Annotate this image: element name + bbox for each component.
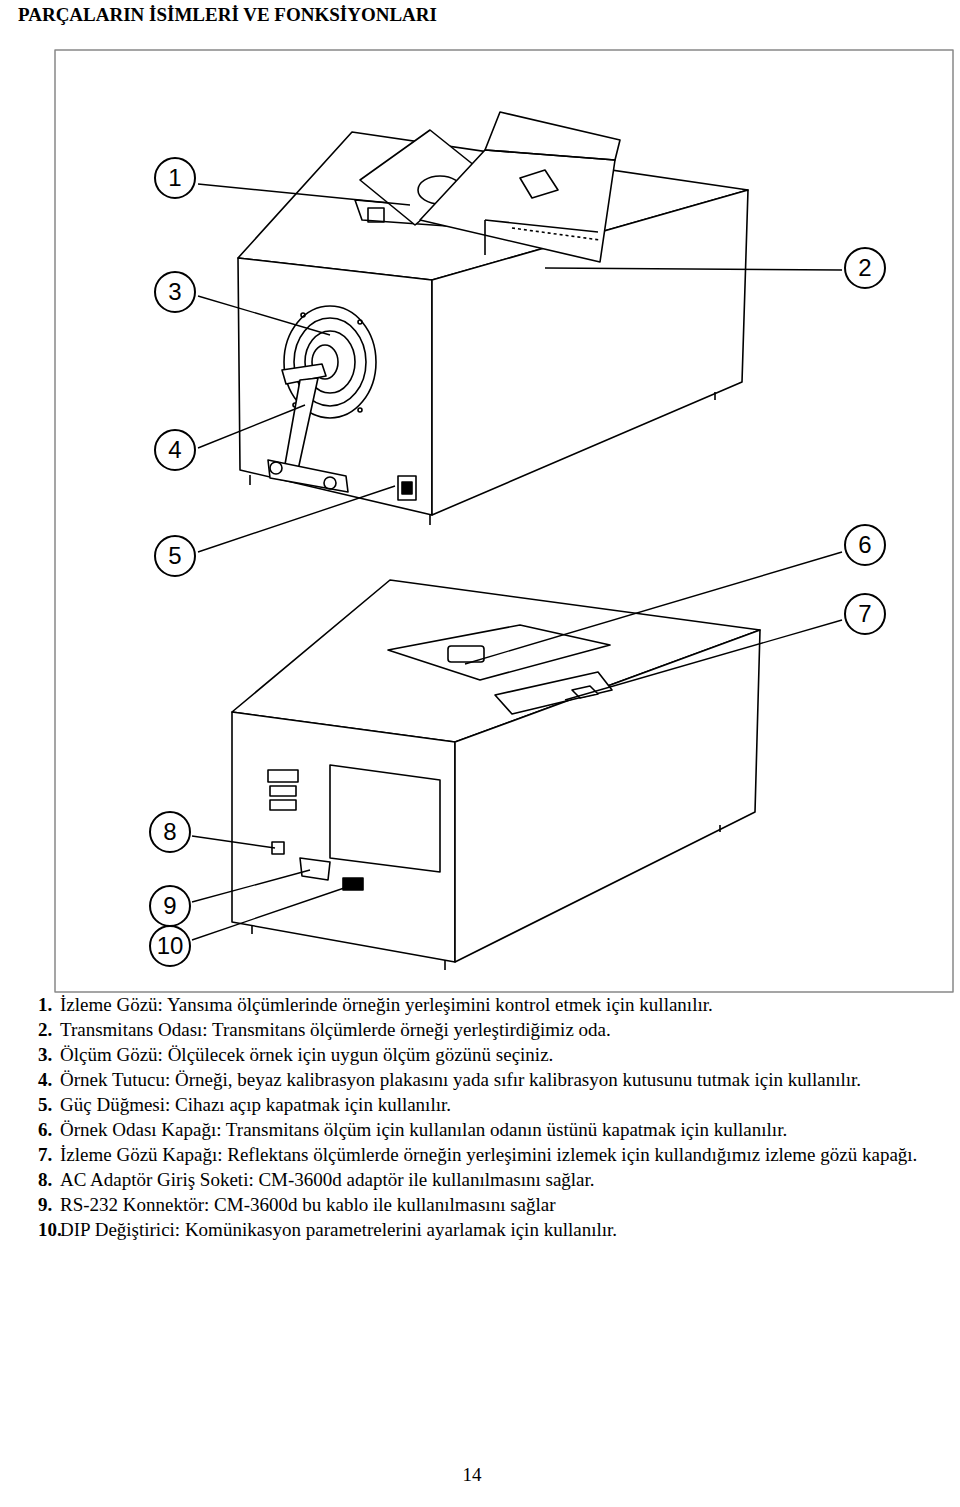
list-item: 10.DIP Değiştirici: Komünikasyon paramet… [38, 1217, 938, 1242]
callout-number: 9 [149, 885, 191, 927]
item-number: 10. [38, 1217, 60, 1242]
callout-number-text: 1 [168, 164, 181, 192]
callout-number-text: 5 [168, 542, 181, 570]
item-number: 5. [38, 1092, 60, 1117]
callout-number-text: 8 [163, 818, 176, 846]
callout-number-text: 4 [168, 436, 181, 464]
item-number: 7. [38, 1142, 60, 1167]
callout-number-text: 2 [858, 254, 871, 282]
list-item: 3.Ölçüm Gözü: Ölçülecek örnek için uygun… [38, 1042, 938, 1067]
callout-number: 7 [844, 593, 886, 635]
parts-list: 1.İzleme Gözü: Yansıma ölçümlerinde örne… [38, 992, 938, 1242]
device-top-view [238, 112, 748, 525]
callout-number: 6 [844, 524, 886, 566]
item-description: İzleme Gözü Kapağı: Reflektans ölçümlerd… [60, 1142, 938, 1167]
item-number: 2. [38, 1017, 60, 1042]
list-item: 4.Örnek Tutucu: Örneği, beyaz kalibrasyo… [38, 1067, 938, 1092]
list-item: 1.İzleme Gözü: Yansıma ölçümlerinde örne… [38, 992, 938, 1017]
callout-number: 5 [154, 535, 196, 577]
callout-number: 1 [154, 157, 196, 199]
callout-number: 2 [844, 247, 886, 289]
callout-number: 4 [154, 429, 196, 471]
device-rear-view [232, 580, 760, 970]
item-number: 4. [38, 1067, 60, 1092]
item-number: 6. [38, 1117, 60, 1142]
callout-number: 10 [149, 925, 191, 967]
callout-number-text: 9 [163, 892, 176, 920]
callout-number: 3 [154, 271, 196, 313]
list-item: 5.Güç Düğmesi: Cihazı açıp kapatmak için… [38, 1092, 938, 1117]
list-item: 8.AC Adaptör Giriş Soketi: CM-3600d adap… [38, 1167, 938, 1192]
list-item: 7.İzleme Gözü Kapağı: Reflektans ölçümle… [38, 1142, 938, 1167]
item-description: Ölçüm Gözü: Ölçülecek örnek için uygun ö… [60, 1042, 938, 1067]
item-number: 9. [38, 1192, 60, 1217]
list-item: 6.Örnek Odası Kapağı: Transmitans ölçüm … [38, 1117, 938, 1142]
item-description: Örnek Tutucu: Örneği, beyaz kalibrasyon … [60, 1067, 938, 1092]
list-item: 9.RS-232 Konnektör: CM-3600d bu kablo il… [38, 1192, 938, 1217]
list-item: 2.Transmitans Odası: Transmitans ölçümle… [38, 1017, 938, 1042]
item-description: Örnek Odası Kapağı: Transmitans ölçüm iç… [60, 1117, 938, 1142]
figure-frame [55, 50, 953, 992]
item-description: RS-232 Konnektör: CM-3600d bu kablo ile … [60, 1192, 938, 1217]
page-number: 14 [0, 1464, 944, 1486]
item-description: DIP Değiştirici: Komünikasyon parametrel… [60, 1217, 938, 1242]
item-number: 3. [38, 1042, 60, 1067]
callout-number: 8 [149, 811, 191, 853]
item-number: 1. [38, 992, 60, 1017]
callout-number-text: 10 [157, 932, 184, 960]
item-description: Güç Düğmesi: Cihazı açıp kapatmak için k… [60, 1092, 938, 1117]
callout-number-text: 7 [858, 600, 871, 628]
page-title: PARÇALARIN İSİMLERİ VE FONKSİYONLARI [18, 4, 437, 26]
item-number: 8. [38, 1167, 60, 1192]
item-description: Transmitans Odası: Transmitans ölçümlerd… [60, 1017, 938, 1042]
leader-lines [192, 184, 842, 940]
callout-number-text: 6 [858, 531, 871, 559]
item-description: İzleme Gözü: Yansıma ölçümlerinde örneği… [60, 992, 938, 1017]
callout-number-text: 3 [168, 278, 181, 306]
item-description: AC Adaptör Giriş Soketi: CM-3600d adaptö… [60, 1167, 938, 1192]
